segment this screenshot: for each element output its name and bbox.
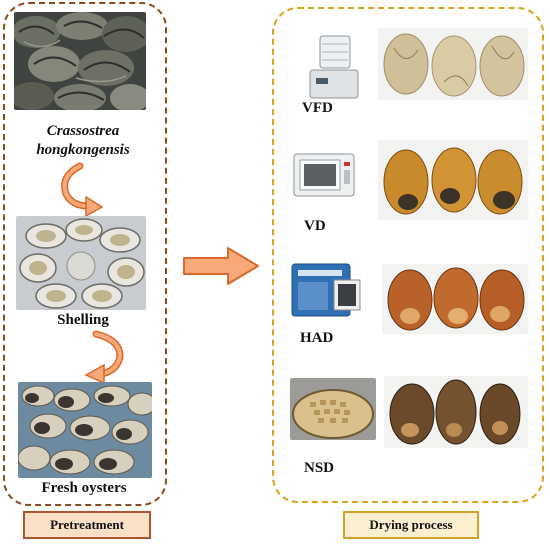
method-label-vfd: VFD [302, 100, 333, 116]
drying-process-panel [272, 7, 544, 503]
process-arrow [182, 246, 260, 286]
species-name-line1: Crassostrea [46, 123, 120, 139]
raw-oysters-photo [14, 12, 146, 110]
curved-arrow-1 [58, 162, 108, 218]
species-name-line2: hongkongensis [36, 142, 130, 158]
sun-drying-tray-icon [290, 378, 376, 440]
vacuum-oven-icon [292, 152, 356, 198]
shelling-label: Shelling [57, 312, 109, 328]
method-label-vd: VD [304, 218, 326, 234]
shelled-oysters-photo [16, 216, 146, 310]
species-name: Crassostrea hongkongensis [14, 122, 152, 160]
fresh-oysters-photo [18, 382, 152, 478]
pretreatment-panel [3, 2, 167, 506]
vd-dried-oysters-photo [378, 140, 528, 220]
nsd-dried-oysters-photo [384, 376, 528, 448]
hot-air-oven-icon [290, 262, 362, 320]
vfd-dried-oysters-photo [378, 28, 528, 100]
pretreatment-label: Pretreatment [23, 511, 151, 539]
method-label-nsd: NSD [304, 460, 335, 476]
curved-arrow-2 [80, 330, 130, 384]
fresh-oysters-label: Fresh oysters [41, 480, 127, 496]
freeze-dryer-icon [306, 34, 362, 102]
method-label-had: HAD [300, 330, 334, 346]
had-dried-oysters-photo [382, 264, 528, 334]
drying-process-label: Drying process [343, 511, 479, 539]
